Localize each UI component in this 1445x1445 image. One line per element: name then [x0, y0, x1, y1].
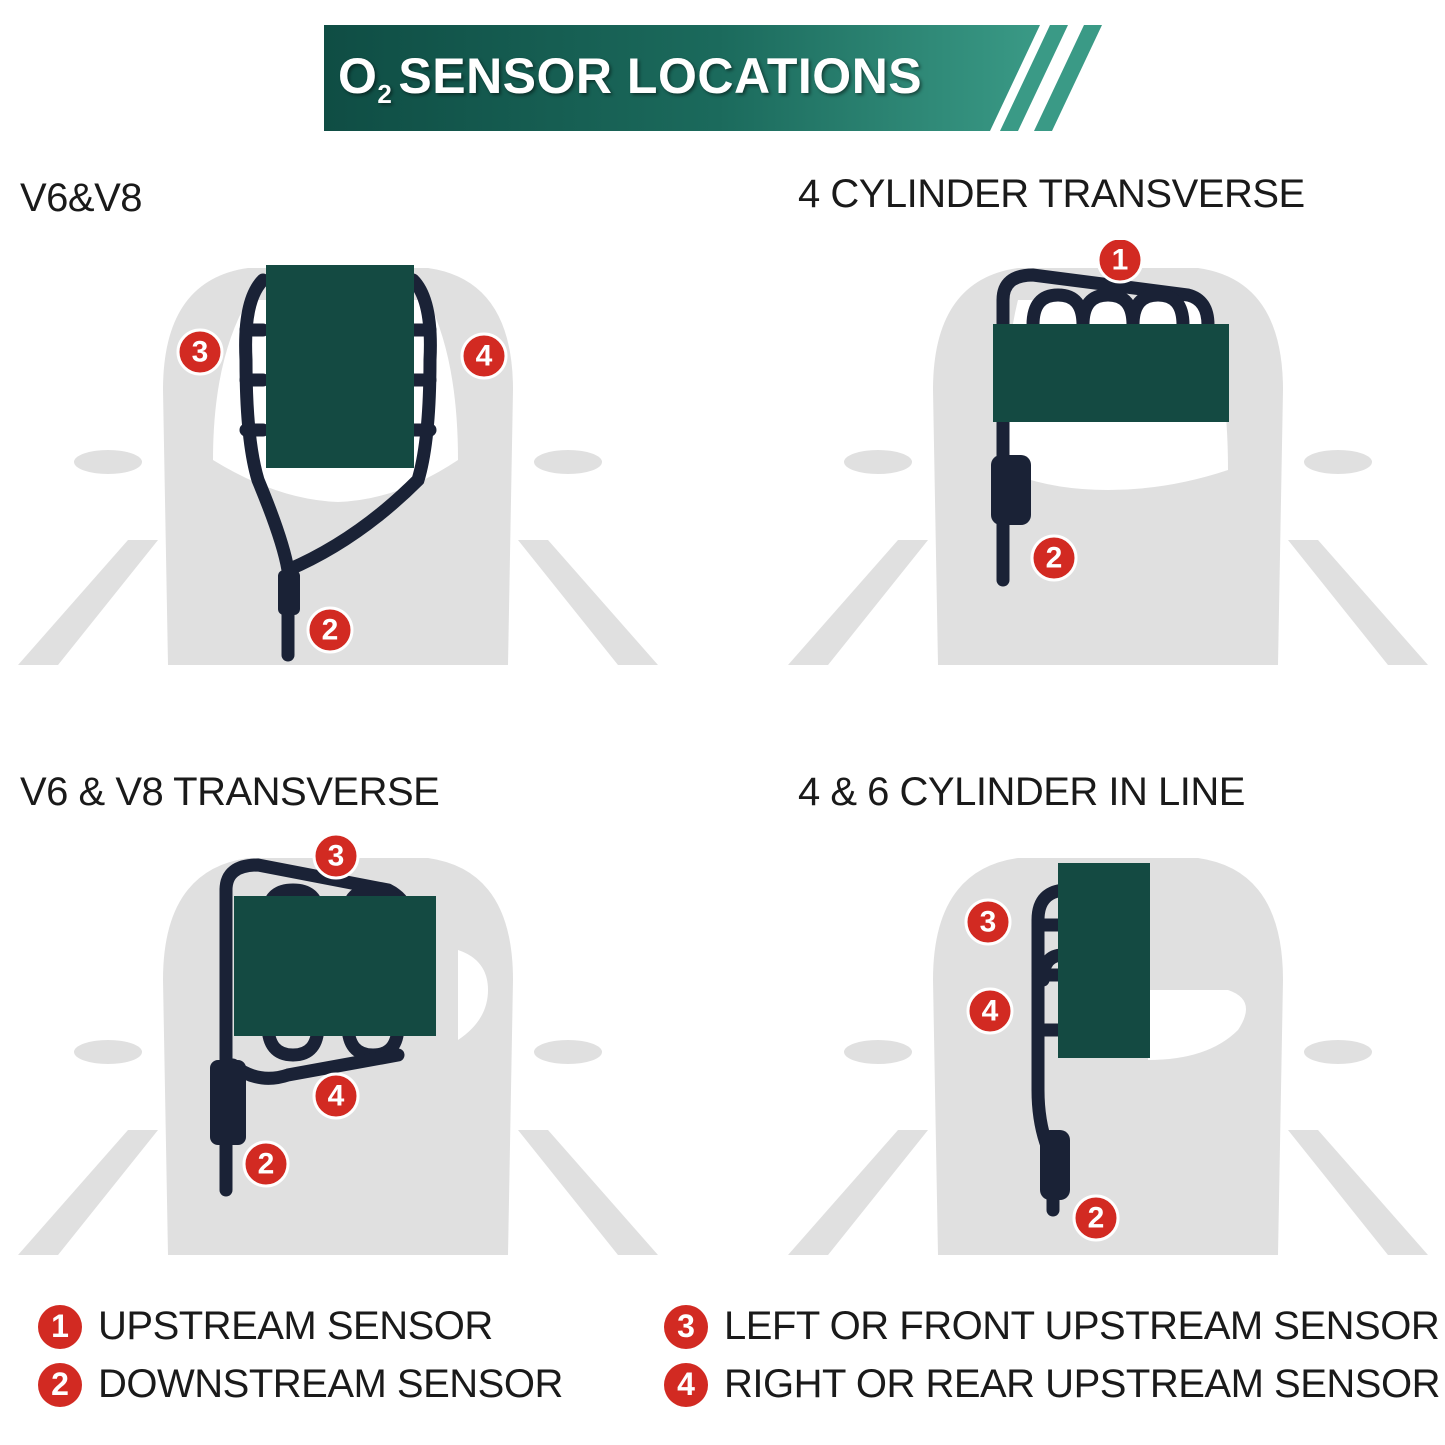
- svg-text:3: 3: [328, 840, 345, 873]
- title-subscript: 2: [377, 79, 393, 109]
- legend-number-2: 2: [38, 1362, 82, 1407]
- sensor-badge-1: 1: [1096, 240, 1144, 284]
- legend-text-1: UPSTREAM SENSOR: [98, 1304, 493, 1348]
- sensor-badge-3: 3: [312, 832, 360, 880]
- title-prefix: O: [338, 48, 378, 104]
- diagram-4-6-cylinder-inline: 3 4 2: [788, 858, 1428, 1255]
- svg-text:1: 1: [1112, 244, 1129, 277]
- sensor-badge-2: 2: [1030, 534, 1078, 582]
- svg-text:3: 3: [980, 906, 997, 939]
- legend-number-3: 3: [664, 1304, 708, 1349]
- catalytic-converter: [991, 455, 1031, 525]
- svg-text:2: 2: [1088, 1202, 1105, 1235]
- legend-item-1: 1 UPSTREAM SENSOR: [38, 1304, 493, 1349]
- engine-block: [234, 896, 436, 1036]
- sensor-badge-4: 4: [966, 987, 1014, 1035]
- legend-item-2: 2 DOWNSTREAM SENSOR: [38, 1362, 563, 1407]
- engine-block: [266, 265, 414, 468]
- sensor-badge-2: 2: [1072, 1194, 1120, 1242]
- panel-label-v6-v8-transverse: V6 & V8 TRANSVERSE: [20, 770, 440, 814]
- svg-text:4: 4: [476, 340, 493, 373]
- svg-text:4: 4: [982, 995, 999, 1028]
- legend-number-4: 4: [664, 1362, 708, 1407]
- sensor-badge-4: 4: [312, 1072, 360, 1120]
- svg-text:2: 2: [322, 614, 339, 647]
- legend-number-1: 1: [38, 1304, 82, 1349]
- diagram-v6-v8-transverse: 3 4 2: [18, 832, 658, 1255]
- car-silhouette: [18, 268, 658, 665]
- diagram-v6-v8: 3 4 2: [18, 265, 658, 665]
- svg-text:2: 2: [258, 1148, 275, 1181]
- legend-item-3: 3 LEFT OR FRONT UPSTREAM SENSOR: [664, 1304, 1440, 1349]
- legend-item-4: 4 RIGHT OR REAR UPSTREAM SENSOR: [664, 1362, 1440, 1407]
- sensor-badge-3: 3: [176, 328, 224, 376]
- legend-text-4: RIGHT OR REAR UPSTREAM SENSOR: [724, 1362, 1440, 1406]
- panel-label-4-6-cylinder-inline: 4 & 6 CYLINDER IN LINE: [798, 770, 1245, 814]
- catalytic-converter: [278, 570, 300, 615]
- sensor-badge-3: 3: [964, 898, 1012, 946]
- banner-background: [324, 25, 1102, 131]
- engine-block: [1058, 863, 1150, 1058]
- sensor-badge-2: 2: [306, 606, 354, 654]
- svg-text:2: 2: [1046, 542, 1063, 575]
- legend-text-3: LEFT OR FRONT UPSTREAM SENSOR: [724, 1304, 1440, 1348]
- panel-label-v6-v8: V6&V8: [20, 176, 143, 220]
- sensor-badge-4: 4: [460, 332, 508, 380]
- catalytic-converter: [1040, 1130, 1070, 1200]
- panel-label-4-cylinder-transverse: 4 CYLINDER TRANSVERSE: [798, 172, 1305, 216]
- svg-text:3: 3: [192, 336, 209, 369]
- diagram-4-cylinder-transverse: 1 2: [788, 240, 1428, 665]
- car-silhouette: [788, 268, 1428, 665]
- legend-text-2: DOWNSTREAM SENSOR: [98, 1362, 563, 1406]
- sensor-badge-2: 2: [242, 1140, 290, 1188]
- svg-text:4: 4: [328, 1080, 345, 1113]
- catalytic-converter: [210, 1060, 246, 1145]
- title-rest: SENSOR LOCATIONS: [398, 48, 923, 104]
- engine-block: [993, 324, 1229, 422]
